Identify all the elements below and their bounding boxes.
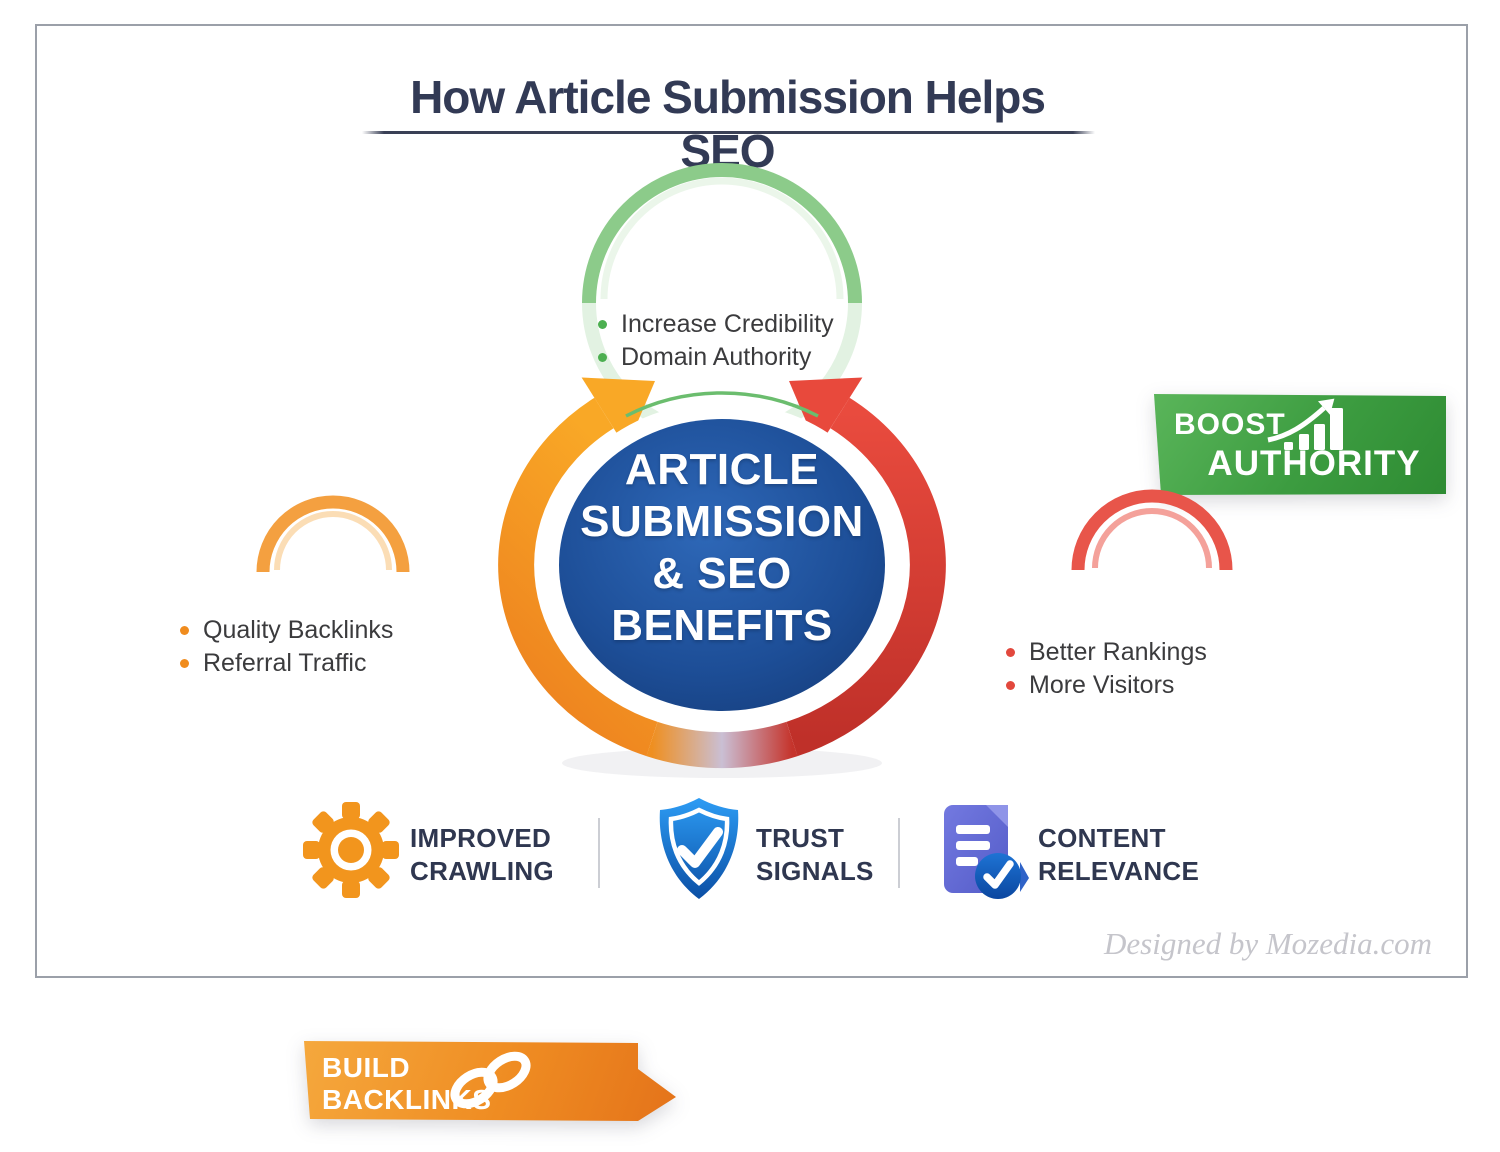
- title-underline: [362, 131, 1095, 134]
- authority-bullet-list: Increase Credibility Domain Authority: [598, 310, 834, 371]
- green-top-arc: [625, 391, 819, 418]
- page-frame: [35, 24, 1468, 978]
- authority-label: AUTHORITY: [1207, 444, 1421, 483]
- feature-line: TRUST: [756, 823, 845, 853]
- blue-disc: [559, 419, 885, 711]
- feature-content-relevance: CONTENT RELEVANCE: [1038, 822, 1208, 888]
- gear-icon: [303, 802, 399, 898]
- list-item: Increase Credibility: [598, 310, 834, 338]
- feature-line: SIGNALS: [756, 856, 874, 886]
- list-item: Better Rankings: [1006, 638, 1207, 666]
- bullet-dot: [180, 626, 189, 635]
- orange-arrow-arc: [498, 397, 658, 757]
- boost-authority-banner: BOOST AUTHORITY: [577, 197, 1446, 495]
- hub-line: & SEO: [652, 549, 792, 598]
- list-item: Domain Authority: [598, 343, 834, 371]
- ring-bottom-blend: [646, 721, 798, 769]
- growth-chart-icon: [1267, 398, 1343, 450]
- list-item: Quality Backlinks: [180, 616, 393, 644]
- orange-ring-decoration: [256, 495, 410, 573]
- red-arrow-arc: [786, 397, 946, 757]
- document-check-icon: [944, 805, 1029, 899]
- hub-line: ARTICLE: [624, 445, 820, 494]
- bullet-dot: [598, 353, 607, 362]
- bullet-dot: [180, 659, 189, 668]
- feature-line: CONTENT: [1038, 823, 1166, 853]
- build-backlinks-banner: BUILD BACKLINKS: [152, 520, 676, 1121]
- feature-improved-crawling: IMPROVED CRAWLING: [410, 822, 580, 888]
- orange-arrowhead-icon: [581, 377, 655, 449]
- traffic-bullet-list: Better Rankings More Visitors: [1006, 638, 1207, 699]
- shield-check-icon: [659, 798, 739, 899]
- feature-line: RELEVANCE: [1038, 856, 1200, 886]
- red-ring-decoration: [1071, 489, 1233, 571]
- list-item: More Visitors: [1006, 671, 1207, 699]
- divider: [598, 818, 600, 888]
- hub-title: ARTICLE SUBMISSION & SEO BENEFITS: [557, 444, 887, 652]
- boost-label: BOOST: [1174, 408, 1286, 441]
- red-arrowhead-icon: [789, 377, 863, 449]
- infographic-canvas: { "title": "How Article Submission Helps…: [35, 24, 1468, 1121]
- hub-line: SUBMISSION: [580, 497, 864, 546]
- bullet-dot: [1006, 648, 1015, 657]
- feature-line: CRAWLING: [410, 856, 554, 886]
- bullet-dot: [1006, 681, 1015, 690]
- build-label: BUILD: [322, 1052, 411, 1083]
- divider: [898, 818, 900, 888]
- chain-link-icon: [450, 1051, 531, 1109]
- list-item: Referral Traffic: [180, 649, 393, 677]
- feature-line: IMPROVED: [410, 823, 552, 853]
- hub-line: BENEFITS: [611, 601, 833, 650]
- bullet-dot: [598, 320, 607, 329]
- circular-arrows-hub: [498, 377, 946, 778]
- drive-organic-traffic-banner: DRIVE ORGANIC TRAFFIC: [950, 521, 1318, 627]
- backlinks-bullet-list: Quality Backlinks Referral Traffic: [180, 616, 393, 677]
- designer-credit: Designed by Mozedia.com: [1104, 926, 1432, 961]
- feature-trust-signals: TRUST SIGNALS: [756, 822, 926, 888]
